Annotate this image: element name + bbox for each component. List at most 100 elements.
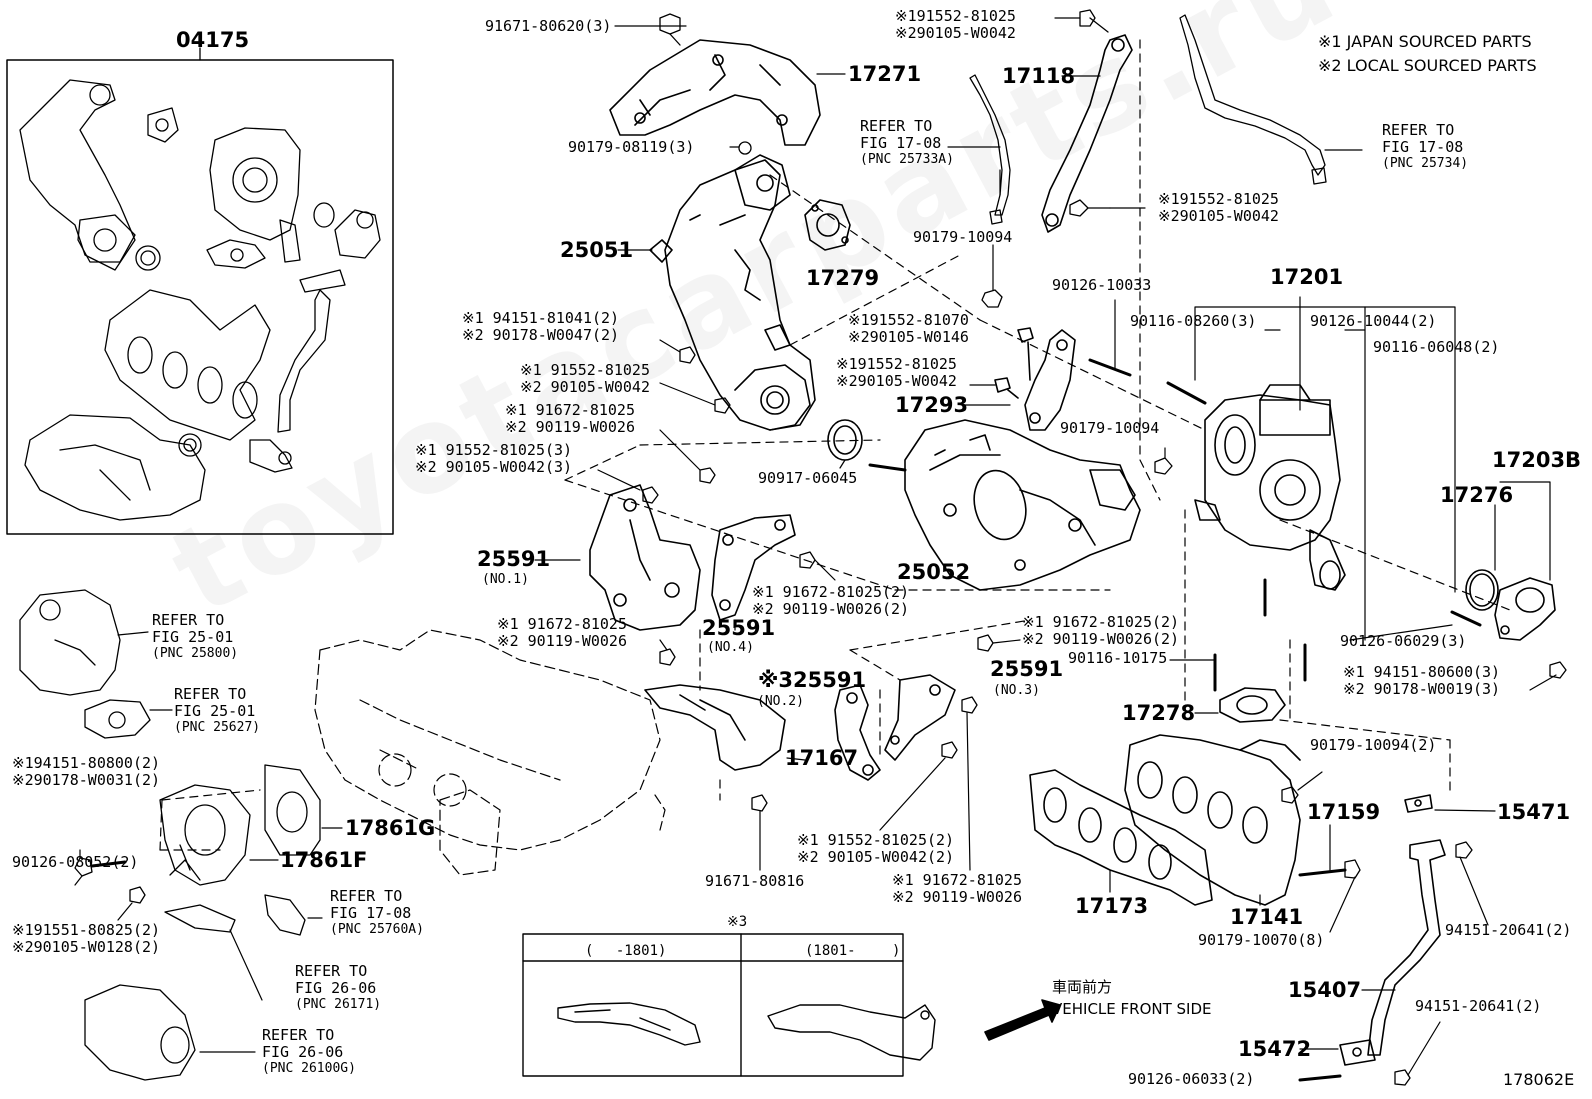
part-17276: 17276 — [1440, 483, 1514, 507]
part-17861G: 17861G — [345, 816, 436, 840]
part-17141: 17141 — [1230, 905, 1304, 929]
gasket-17276 — [1465, 569, 1499, 611]
label-91672-81025-c: ※1 91672-81025※2 90119-W0026 — [892, 871, 1022, 906]
label-94151-20641-a: 94151-20641(2) — [1445, 921, 1572, 939]
heat-insulator-17271 — [609, 39, 821, 146]
insulator-17167 — [644, 684, 786, 771]
part-15472: 15472 — [1238, 1037, 1312, 1061]
vehicle-front-label: 車両前方 VEHICLE FRONT SIDE — [1052, 976, 1212, 1020]
label-90179-10094-b: 90179-10094 — [1060, 419, 1160, 437]
label-94151-20641-b: 94151-20641(2) — [1415, 997, 1542, 1015]
inset-col-before: ( -1801) — [585, 943, 667, 959]
stay-17118 — [1041, 34, 1133, 233]
label-90179-10094-a: 90179-10094 — [913, 228, 1013, 246]
label-91552-81025-2: ※1 91552-81025(2)※2 90105-W0042(2) — [797, 831, 955, 866]
label-91672-81025-2a: ※1 91672-81025(2)※2 90119-W0026(2) — [752, 583, 910, 618]
label-no4: (NO.4) — [707, 640, 754, 655]
label-no2: (NO.2) — [757, 694, 804, 709]
label-no3: (NO.3) — [993, 683, 1040, 698]
label-94151-80600: ※1 94151-80600(3)※2 90178-W0019(3) — [1343, 663, 1501, 698]
label-90126-06033: 90126-06033(2) — [1128, 1070, 1255, 1088]
label-90116-06048: 90116-06048(2) — [1373, 338, 1500, 356]
part-25591-no4: 25591 — [702, 616, 776, 640]
pipe-15407 — [1339, 794, 1446, 1066]
turbo-17201 — [1194, 384, 1346, 591]
label-90126-10033: 90126-10033 — [1052, 276, 1152, 294]
elbow-17203B — [1494, 577, 1556, 641]
inset-box — [522, 933, 936, 1077]
part-17167: 17167 — [785, 746, 859, 770]
label-91551-80825: ※191551-80825(2)※290105-W0128(2) — [12, 921, 161, 956]
part-17173: 17173 — [1075, 894, 1149, 918]
bracket-25591-no2 — [834, 684, 881, 781]
label-91672-81025-b: ※1 91672-81025※2 90119-W0026 — [497, 615, 627, 650]
label-90179-08119: 90179-08119(3) — [568, 138, 695, 156]
label-91672-81025-2b: ※1 91672-81025(2)※2 90119-W0026(2) — [1022, 613, 1180, 648]
label-90126-10044: 90126-10044(2) — [1310, 312, 1437, 330]
part-17293: 17293 — [895, 393, 969, 417]
inset-col-after: (1801- ) — [805, 943, 901, 959]
label-91552-81025-3: ※1 91552-81025(3)※2 90105-W0042(3) — [415, 441, 573, 476]
label-91552-81025-conv: ※1 91552-81025※2 90105-W0042 — [520, 361, 650, 396]
label-91552-81025-brkt: ※191552-81025※290105-W0042 — [836, 355, 957, 390]
part-15407: 15407 — [1288, 978, 1362, 1002]
label-90116-10175: 90116-10175 — [1068, 649, 1168, 667]
label-91552-81025-stay: ※191552-81025※290105-W0042 — [1158, 190, 1279, 225]
bracket-25591-no1 — [589, 484, 701, 631]
part-25591-no2: ※325591 — [758, 668, 867, 692]
part-25051: 25051 — [560, 238, 634, 262]
part-17201: 17201 — [1270, 265, 1344, 289]
part-04175: 04175 — [176, 28, 250, 52]
label-94151-80800: ※194151-80800(2)※290178-W0031(2) — [12, 754, 161, 789]
bracket-17293 — [994, 327, 1076, 431]
converter-25052 — [904, 419, 1141, 591]
label-90116-08260: 90116-08260(3) — [1130, 312, 1257, 330]
part-17278: 17278 — [1122, 701, 1196, 725]
label-91672-81025-a: ※1 91672-81025※2 90119-W0026 — [505, 401, 635, 436]
inset-mark: ※3 — [727, 914, 748, 930]
label-91552-81070: ※191552-81070※290105-W0146 — [848, 311, 969, 346]
part-17279: 17279 — [806, 266, 880, 290]
front-arrow — [984, 999, 1061, 1041]
bracket-25591-no4 — [711, 514, 796, 621]
label-90126-06029: 90126-06029(3) — [1340, 632, 1467, 650]
part-17861F: 17861F — [280, 848, 368, 872]
label-91671-80620: 91671-80620(3) — [485, 17, 612, 35]
part-17159: 17159 — [1307, 800, 1381, 824]
engine-block-phantom — [314, 629, 666, 876]
gasket-17278 — [1219, 687, 1286, 723]
left-components — [19, 589, 343, 1081]
kit-contents — [19, 79, 381, 521]
legend: ※1 JAPAN SOURCED PARTS ※2 LOCAL SOURCED … — [1318, 30, 1537, 78]
vehicle-front-en: VEHICLE FRONT SIDE — [1052, 1000, 1212, 1018]
label-94151-81041: ※1 94151-81041(2)※2 90178-W0047(2) — [462, 309, 620, 344]
drawing-id: 178062E — [1503, 1070, 1575, 1089]
bracket-25591-no3 — [884, 674, 956, 761]
legend-japan: ※1 JAPAN SOURCED PARTS — [1318, 32, 1532, 51]
label-90126-08052: 90126-08052(2) — [12, 853, 139, 871]
part-15471: 15471 — [1497, 800, 1571, 824]
gasket-17173 — [1029, 769, 1213, 906]
vehicle-front-jp: 車両前方 — [1052, 978, 1113, 996]
part-25591-no1: 25591 — [477, 547, 551, 571]
label-91671-80816: 91671-80816 — [705, 872, 805, 890]
label-90179-10094-2: 90179-10094(2) — [1310, 736, 1437, 754]
label-no1: (NO.1) — [482, 572, 529, 587]
label-90917-06045: 90917-06045 — [758, 469, 858, 487]
part-17118: 17118 — [1002, 64, 1076, 88]
part-17271: 17271 — [848, 62, 922, 86]
legend-local: ※2 LOCAL SOURCED PARTS — [1318, 56, 1537, 75]
part-17203B: 17203B — [1492, 448, 1582, 472]
label-90179-10070: 90179-10070(8) — [1198, 931, 1325, 949]
reference-lines — [159, 39, 1511, 851]
label-91552-81025-top: ※191552-81025※290105-W0042 — [895, 7, 1016, 42]
manifold-17141 — [1124, 734, 1301, 906]
